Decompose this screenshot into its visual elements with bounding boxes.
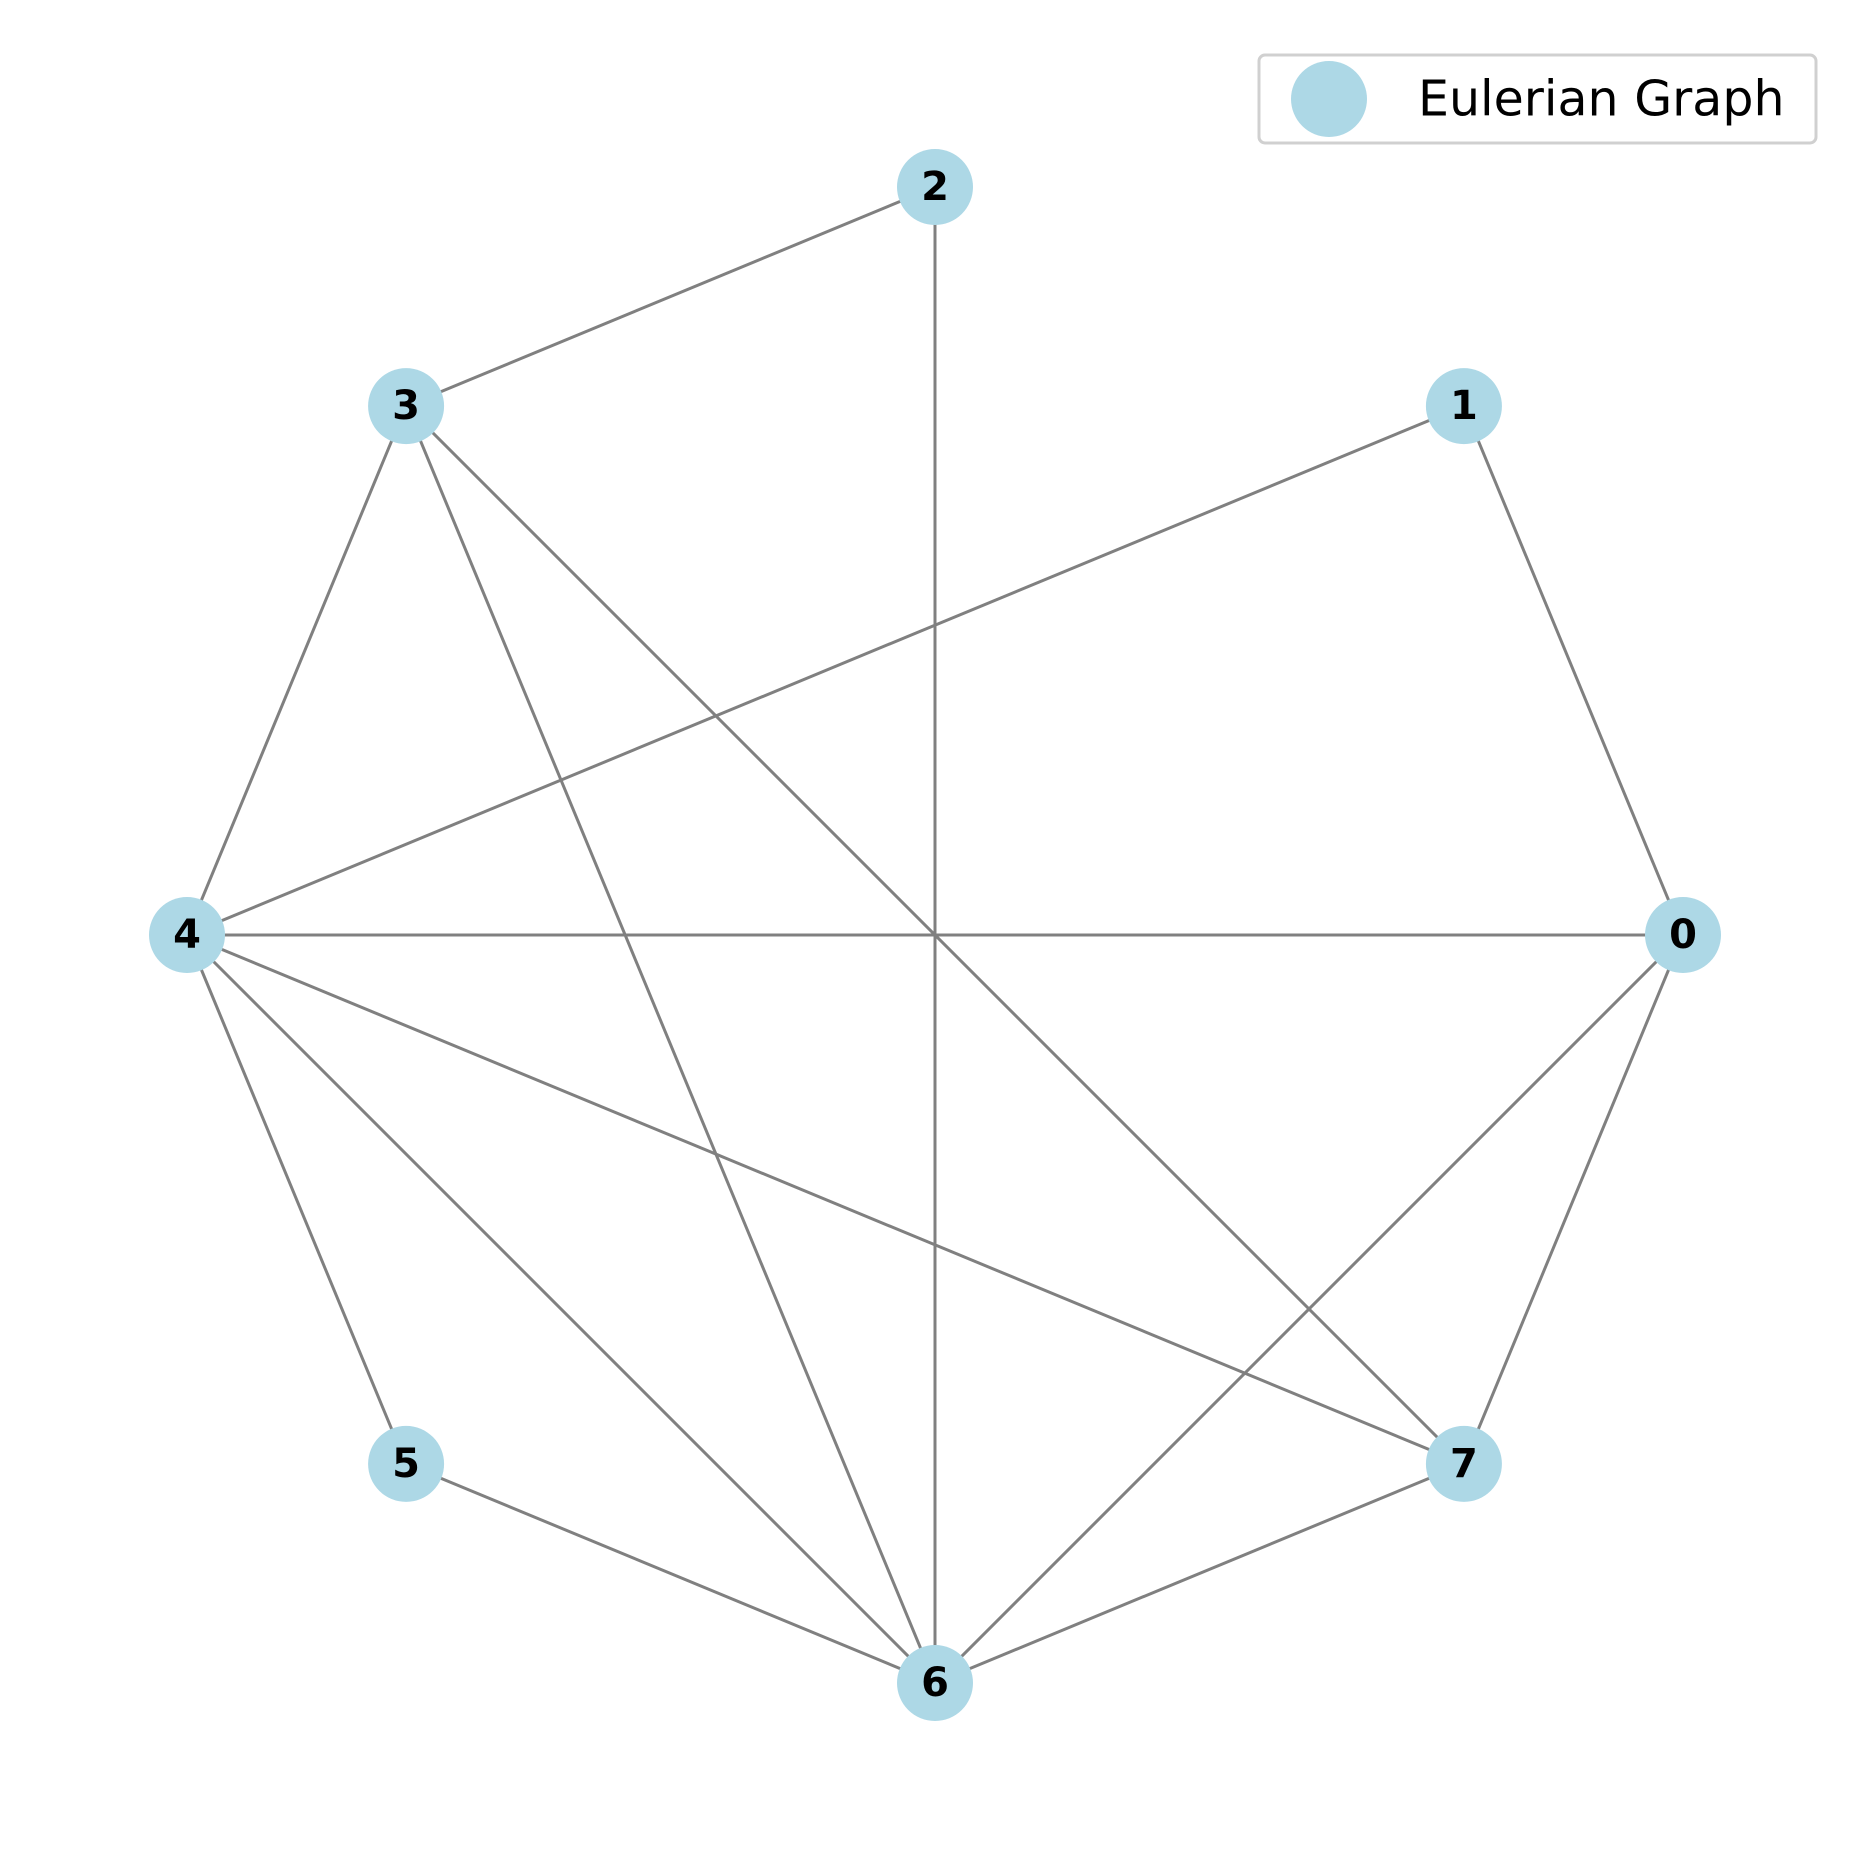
node-label-4: 4 bbox=[173, 912, 201, 958]
edge-3-4 bbox=[185, 405, 408, 936]
legend-frame bbox=[1257, 53, 1818, 145]
edge-4-7 bbox=[186, 933, 1465, 1466]
nodes-layer: 0 1 2 3 4 5 6 7 bbox=[149, 149, 1721, 1721]
node-label-1: 1 bbox=[1450, 383, 1478, 429]
edge-3-6 bbox=[404, 405, 937, 1684]
edge-0-1 bbox=[1462, 405, 1685, 936]
node-label-3: 3 bbox=[392, 383, 420, 429]
node-circle-3 bbox=[368, 368, 445, 445]
edge-4-6 bbox=[185, 933, 937, 1685]
node-circle-6 bbox=[897, 1645, 973, 1721]
node-label-7: 7 bbox=[1450, 1441, 1478, 1487]
edge-0-7 bbox=[1462, 934, 1685, 1465]
node-7: 7 bbox=[1425, 1425, 1502, 1502]
node-label-0: 0 bbox=[1669, 912, 1697, 958]
node-circle-1 bbox=[1425, 368, 1502, 445]
legend: Eulerian Graph bbox=[1257, 53, 1818, 145]
edge-1-4 bbox=[186, 404, 1465, 937]
node-circle-2 bbox=[897, 149, 973, 225]
node-circle-5 bbox=[368, 1425, 445, 1502]
legend-marker bbox=[1291, 61, 1367, 137]
node-6: 6 bbox=[897, 1645, 973, 1721]
edge-6-7 bbox=[934, 1462, 1465, 1685]
edge-2-3 bbox=[405, 185, 936, 408]
node-label-5: 5 bbox=[392, 1441, 420, 1487]
node-1: 1 bbox=[1425, 368, 1502, 445]
edges-layer bbox=[185, 185, 1685, 1685]
node-2: 2 bbox=[897, 149, 973, 225]
node-0: 0 bbox=[1645, 897, 1721, 973]
node-circle-4 bbox=[149, 897, 225, 973]
node-label-2: 2 bbox=[921, 164, 949, 210]
node-circle-0 bbox=[1645, 897, 1721, 973]
node-label-6: 6 bbox=[921, 1660, 949, 1706]
node-4: 4 bbox=[149, 897, 225, 973]
node-3: 3 bbox=[368, 368, 445, 445]
edge-4-5 bbox=[185, 934, 408, 1465]
node-5: 5 bbox=[368, 1425, 445, 1502]
legend-label: Eulerian Graph bbox=[1418, 71, 1785, 128]
edge-3-7 bbox=[405, 405, 1465, 1465]
edge-5-6 bbox=[405, 1462, 936, 1685]
node-circle-7 bbox=[1425, 1425, 1502, 1502]
